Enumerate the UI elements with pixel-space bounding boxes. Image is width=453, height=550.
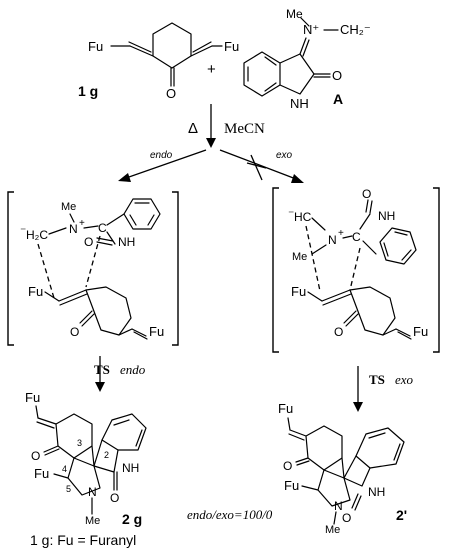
locant-5: 5 — [66, 484, 71, 494]
methyl-label: Me — [325, 524, 340, 536]
oxygen-label: O — [332, 68, 342, 83]
locant-3: 3 — [77, 438, 82, 448]
product-2g-label: 2 g — [122, 511, 142, 527]
ts-descriptor: exo — [395, 372, 414, 387]
oxygen-label: O — [283, 459, 292, 473]
methyl-label: Me — [286, 7, 303, 21]
fu-label: Fu — [34, 466, 49, 481]
ts-descriptor: endo — [120, 362, 146, 377]
fu-label: Fu — [224, 39, 239, 54]
compound-1g-label: 1 g — [78, 83, 98, 99]
endo-exo-ratio: endo/exo=100/0 — [187, 507, 273, 522]
fu-label: Fu — [278, 401, 293, 416]
plus-sign: + — [207, 61, 216, 78]
methyl-label: Me — [85, 515, 100, 527]
reaction-arrow — [206, 104, 216, 148]
ylide-carbon-label: CH₂⁻ — [340, 22, 371, 37]
methyl-label: Me — [61, 201, 76, 213]
endo-pathway-label: endo — [150, 150, 173, 161]
fu-label: Fu — [284, 478, 299, 493]
nitrogen-label: N — [88, 485, 97, 499]
ts-exo-structure: ⁻ HC N + Me C O NH Fu O Fu — [272, 187, 440, 353]
ts-label: TS — [369, 372, 385, 387]
methine-label: HC — [294, 210, 312, 224]
charge-plus: + — [79, 218, 85, 229]
heat-symbol: Δ — [188, 120, 198, 137]
iminium-nitrogen-label: N⁺ — [303, 22, 319, 37]
fu-label: Fu — [28, 284, 43, 299]
iminium-nitrogen-label: N — [69, 222, 78, 236]
nh-label: NH — [368, 485, 385, 499]
charge-minus: ⁻ — [288, 207, 294, 221]
fu-label: Fu — [88, 39, 103, 54]
oxygen-label: O — [166, 86, 176, 101]
product-2g-structure: Fu O Fu N Me O NH 3 2 4 5 — [25, 390, 147, 527]
oxygen-label: O — [342, 511, 351, 525]
ts-label: TS — [94, 362, 110, 377]
oxygen-label: O — [70, 325, 79, 339]
cross-mark — [246, 162, 267, 169]
iminium-nitrogen-label: N — [328, 233, 337, 247]
nh-label: NH — [118, 235, 135, 249]
oxygen-label: O — [362, 187, 371, 201]
endo-arrow — [118, 149, 207, 182]
fu-label: Fu — [25, 390, 40, 405]
nh-label: NH — [290, 96, 309, 111]
oxygen-label: O — [84, 235, 93, 249]
fu-label: Fu — [413, 324, 428, 339]
reagent-A-structure: Me N⁺ CH₂⁻ O NH A — [243, 7, 371, 111]
charge-minus: ⁻ — [20, 224, 26, 238]
compound-1g-structure: Fu Fu O 1 g — [78, 22, 239, 101]
ts-endo-structure: Me N + ⁻ H₂C C O NH Fu O Fu — [7, 191, 179, 346]
ylide-carbon-label: C — [98, 221, 107, 235]
footnote: 1 g: Fu = Furanyl — [30, 532, 136, 548]
nitrogen-label: N — [334, 499, 343, 513]
arrow-to-exo-product — [353, 366, 363, 412]
charge-plus: + — [338, 228, 344, 239]
oxygen-label: O — [31, 449, 40, 463]
ts-endo-label: TS endo — [94, 362, 146, 377]
methyl-label: Me — [292, 251, 307, 263]
product-2prime-label: 2' — [396, 507, 407, 523]
ts-exo-label: TS exo — [369, 372, 414, 387]
product-2prime-structure: Fu O Fu N Me O NH — [278, 401, 405, 536]
exo-arrow-blocked — [219, 149, 304, 183]
ylide-carbon-label: C — [352, 230, 361, 244]
methylene-label: H₂C — [26, 228, 48, 242]
solvent-label: MeCN — [224, 121, 265, 137]
nh-label: NH — [378, 209, 395, 223]
fu-label: Fu — [149, 324, 164, 339]
nh-label: NH — [122, 461, 139, 475]
arrow-to-endo-product — [95, 356, 105, 392]
oxygen-label: O — [334, 325, 343, 339]
exo-pathway-label: exo — [276, 150, 293, 161]
reagent-A-label: A — [333, 91, 343, 107]
oxygen-label: O — [110, 491, 119, 505]
fu-label: Fu — [291, 284, 306, 299]
locant-4: 4 — [62, 464, 67, 474]
locant-2: 2 — [104, 450, 109, 460]
cross-mark — [250, 154, 263, 181]
